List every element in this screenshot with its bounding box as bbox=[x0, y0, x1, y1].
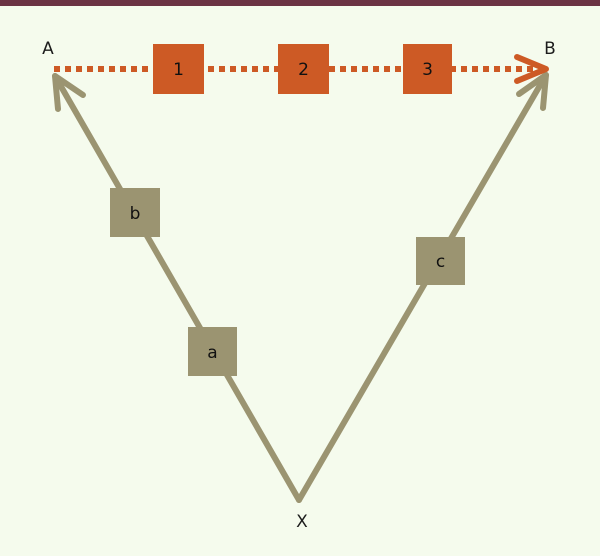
path-x-to-a bbox=[52, 73, 302, 503]
olive-box-c: c bbox=[416, 237, 465, 285]
node-x-label: X bbox=[296, 512, 308, 532]
olive-box-c-label: c bbox=[436, 252, 445, 272]
orange-box-2-label: 2 bbox=[298, 60, 309, 80]
orange-box-1-label: 1 bbox=[173, 60, 184, 80]
orange-box-1: 1 bbox=[153, 44, 204, 94]
olive-box-b-label: b bbox=[130, 204, 141, 224]
path-x-to-b-line bbox=[296, 72, 549, 503]
top-bar bbox=[0, 0, 600, 6]
arrowhead-orange bbox=[514, 54, 549, 84]
node-a-label: A bbox=[42, 39, 54, 59]
path-a-to-b bbox=[54, 54, 549, 84]
path-x-to-b bbox=[296, 72, 549, 503]
orange-box-3-label: 3 bbox=[422, 60, 433, 80]
arrowhead-a bbox=[52, 73, 86, 112]
olive-box-a-label: a bbox=[207, 343, 217, 363]
path-x-to-a-line bbox=[52, 73, 302, 503]
orange-box-3: 3 bbox=[403, 44, 452, 94]
arrowhead-b bbox=[516, 72, 549, 111]
node-b-label: B bbox=[544, 39, 556, 59]
orange-box-2: 2 bbox=[278, 44, 329, 94]
olive-box-b: b bbox=[110, 188, 160, 237]
olive-box-a: a bbox=[188, 327, 237, 376]
